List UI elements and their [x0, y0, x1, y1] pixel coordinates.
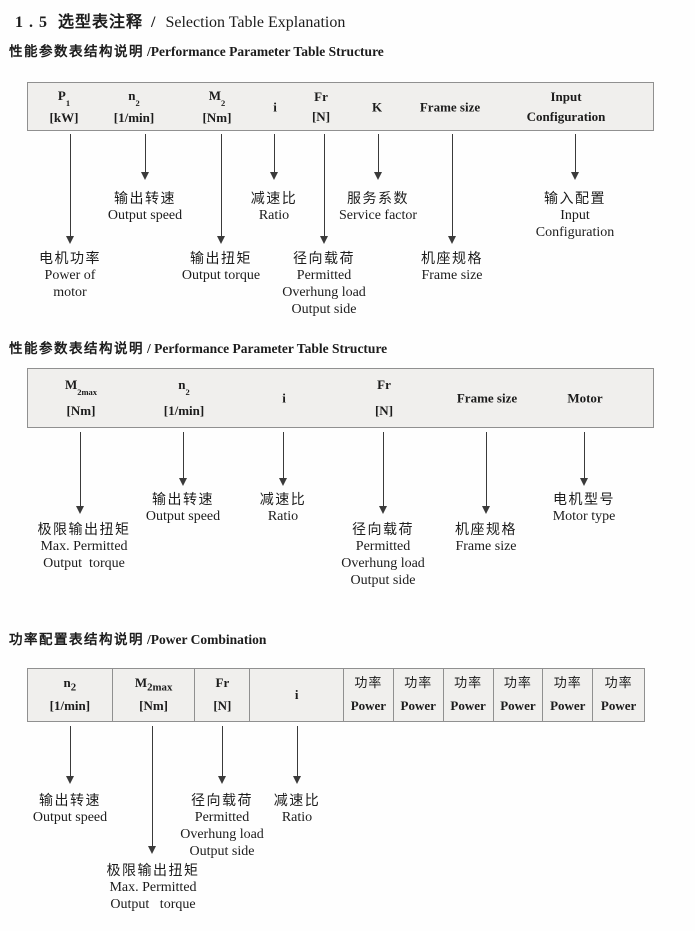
- section-number: 1 . 5: [15, 14, 48, 31]
- t2-col-frame-size: Frame size: [456, 390, 518, 406]
- section2-heading: 性能参数表结构说明/ Performance Parameter Table S…: [9, 341, 388, 356]
- down-arrow-p1: [65, 134, 75, 244]
- t3-col-n2: n2[1/min]: [28, 669, 113, 721]
- down-arrow-input-config: [570, 134, 580, 180]
- t1-col-frame-size: Frame size: [419, 99, 481, 114]
- t1-col-n2: n2[1/min]: [113, 88, 155, 125]
- down-arrow-fr: [319, 134, 329, 244]
- down-arrow-fr: [217, 726, 227, 784]
- t2-col-i: i: [282, 390, 286, 406]
- down-arrow-n2: [178, 432, 188, 486]
- down-arrow-m2: [216, 134, 226, 244]
- t1-col-i: i: [273, 99, 277, 114]
- page-title-cjk: 选型表注释: [58, 14, 144, 31]
- down-arrow-k: [373, 134, 383, 180]
- t3-col-i: i: [250, 669, 344, 721]
- down-arrow-i: [292, 726, 302, 784]
- t2-col-n2: n2[1/min]: [163, 377, 205, 418]
- title-slash: /: [151, 14, 156, 31]
- t3-col-fr: Fr[N]: [195, 669, 251, 721]
- page-title: 1 . 5 选型表注释 / Selection Table Explanatio…: [15, 8, 345, 32]
- page-title-en: Selection Table Explanation: [165, 14, 346, 31]
- t1-col-p1: P1[kW]: [49, 88, 79, 125]
- performance-table-1: P1[kW] n2[1/min] M2[Nm] i Fr[N] K Frame …: [27, 82, 654, 131]
- t1-col-k: K: [371, 99, 383, 114]
- t2-col-fr: Fr[N]: [374, 377, 394, 418]
- down-arrow-m2max: [75, 432, 85, 514]
- section3-heading: 功率配置表结构说明/Power Combination: [9, 632, 267, 647]
- down-arrow-m2max: [147, 726, 157, 854]
- down-arrow-n2: [140, 134, 150, 180]
- t2-col-m2max: M2max[Nm]: [64, 377, 98, 418]
- down-arrow-frame-size: [481, 432, 491, 514]
- down-arrow-fr: [378, 432, 388, 514]
- t3-col-m2max: M2max[Nm]: [113, 669, 196, 721]
- performance-table-2: M2max[Nm] n2[1/min] i Fr[N] Frame size M…: [27, 368, 654, 428]
- t1-col-fr: Fr[N]: [311, 89, 331, 124]
- down-arrow-i: [269, 134, 279, 180]
- down-arrow-n2: [65, 726, 75, 784]
- down-arrow-motor: [579, 432, 589, 486]
- down-arrow-i: [278, 432, 288, 486]
- t2-col-motor: Motor: [567, 390, 603, 406]
- t1-col-m2: M2[Nm]: [202, 88, 232, 125]
- section1-heading: 性能参数表结构说明/Performance Parameter Table St…: [9, 44, 384, 59]
- down-arrow-frame-size: [447, 134, 457, 244]
